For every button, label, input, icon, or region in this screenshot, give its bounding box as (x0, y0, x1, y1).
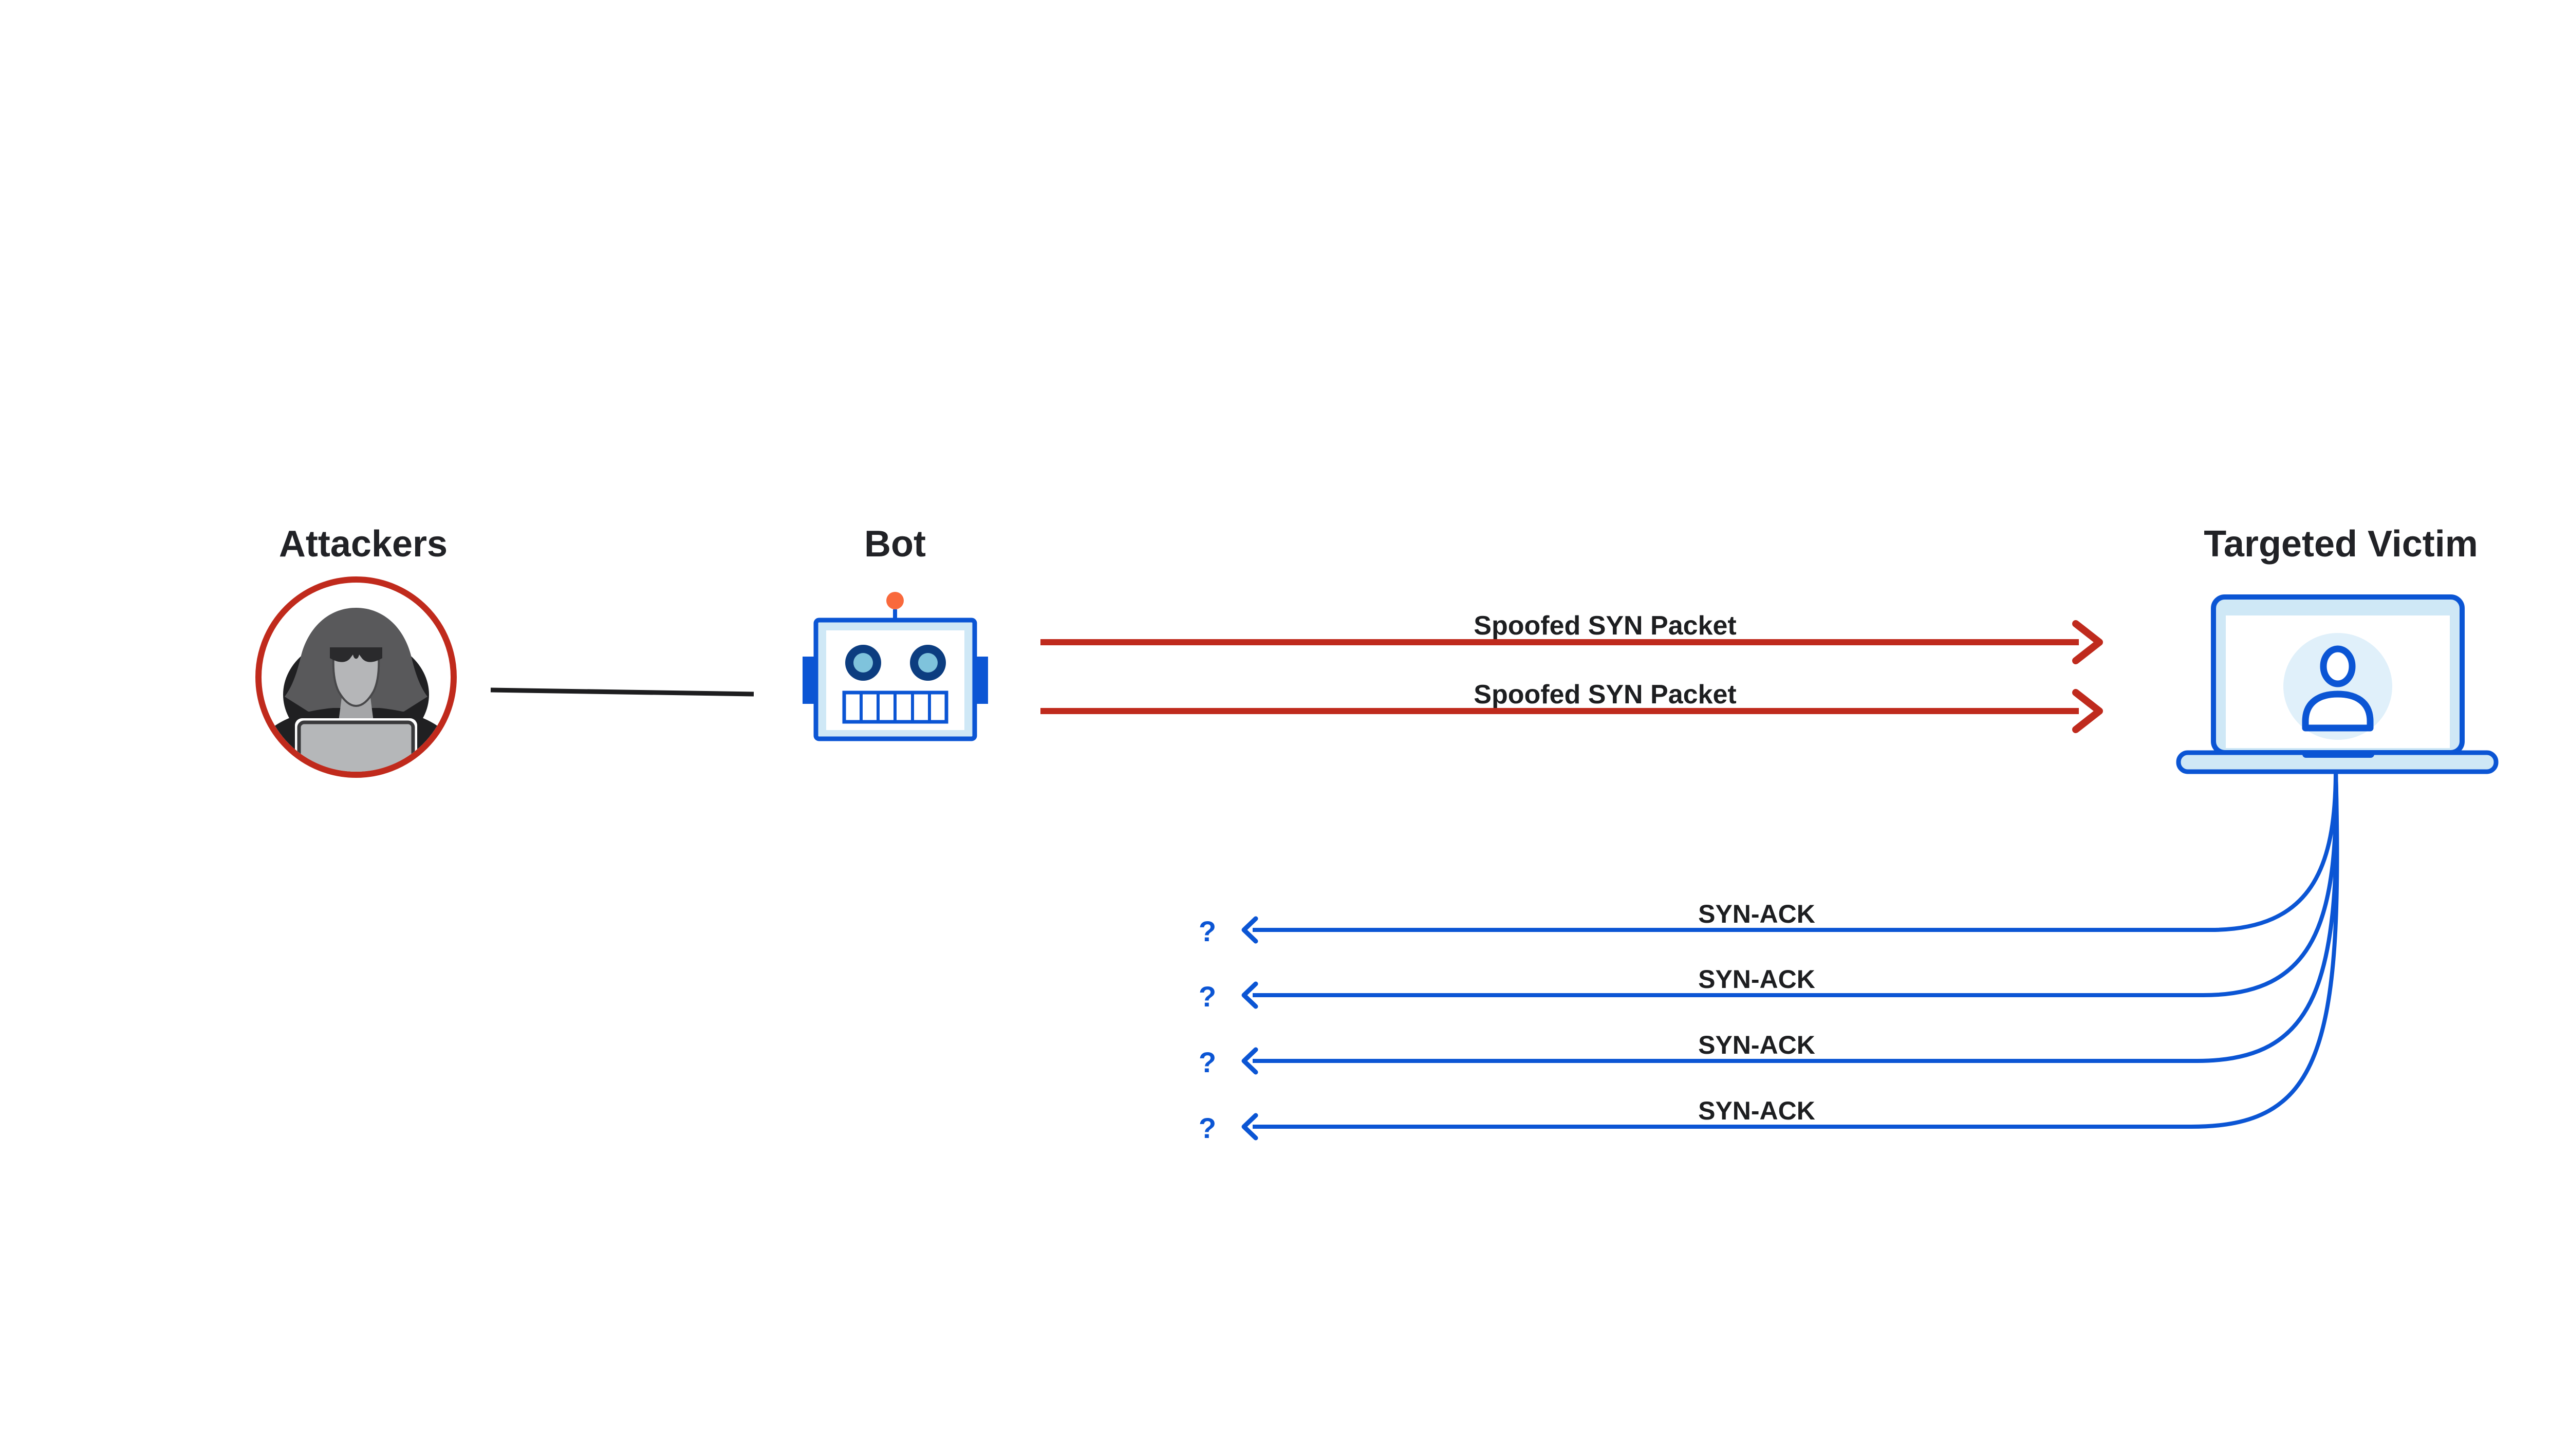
syn-ack-arrowhead-icon (1241, 1113, 1258, 1141)
syn-ack-arrowhead-icon (1241, 981, 1258, 1009)
bot-actor: Bot (803, 524, 988, 741)
face-shape (332, 647, 380, 707)
syn-ack-label: SYN-ACK (1698, 965, 1815, 994)
antenna-dot-icon (886, 592, 904, 609)
unknown-destination-mark: ? (1199, 1112, 1216, 1144)
user-head (2320, 645, 2356, 687)
spoofed-syn-label: Spoofed SYN Packet (1474, 611, 1736, 641)
spoofed-syn-flow-1: Spoofed SYN Packet (1040, 611, 2103, 664)
syn-ack-curve (1253, 770, 2339, 1129)
syn-ack-label: SYN-ACK (1698, 1096, 1815, 1125)
sunglasses-icon (330, 647, 382, 662)
spoofed-syn-label: Spoofed SYN Packet (1474, 680, 1736, 710)
unknown-destination-mark: ? (1199, 915, 1216, 947)
laptop-hinge-notch (2302, 751, 2374, 758)
bot-title: Bot (864, 524, 926, 565)
syn-ack-label: SYN-ACK (1698, 900, 1815, 928)
laptop-icon (2176, 594, 2499, 774)
syn-ack-flow-4: SYN-ACK ? (1199, 770, 2339, 1144)
spoofed-syn-arrowhead-icon (2072, 620, 2103, 664)
unknown-destination-mark: ? (1199, 1046, 1216, 1078)
spoofed-syn-flow-2: Spoofed SYN Packet (1040, 680, 2103, 733)
robot-eye-right-pupil (918, 653, 938, 673)
victim-title: Targeted Victim (2204, 524, 2478, 565)
user-shoulders (2302, 690, 2374, 732)
syn-ack-arrowhead-icon (1241, 1047, 1258, 1075)
user-icon (2302, 645, 2374, 732)
syn-ack-arrowhead-icon (1241, 916, 1258, 944)
victim-actor: Targeted Victim (2176, 524, 2499, 774)
robot-eye-left-pupil (853, 653, 873, 673)
robot-mouth (842, 690, 948, 724)
attackers-title: Attackers (279, 524, 448, 565)
unknown-destination-mark: ? (1199, 980, 1216, 1013)
spoofed-syn-arrowhead-icon (2072, 689, 2103, 733)
attacker-bot-link (490, 687, 754, 697)
syn-ack-label: SYN-ACK (1698, 1031, 1815, 1059)
robot-icon (803, 592, 988, 741)
